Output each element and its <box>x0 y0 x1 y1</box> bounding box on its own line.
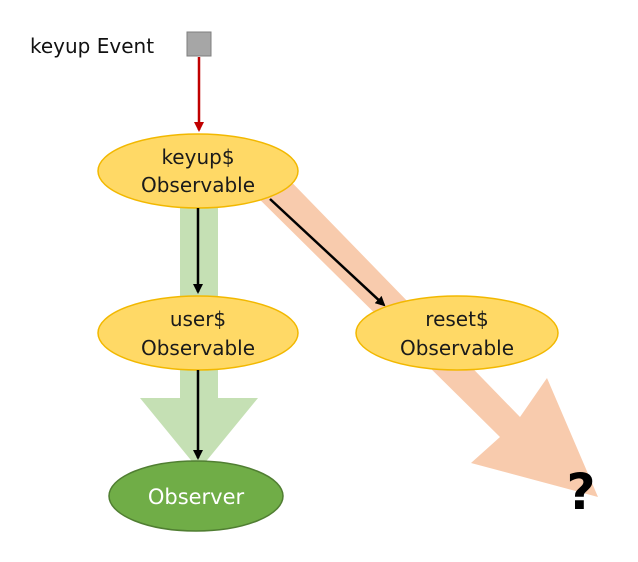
keyup-observable-node: keyup$ Observable <box>97 133 299 209</box>
keyup-to-reset-arrow <box>269 198 386 307</box>
user-observable-line2: Observable <box>141 336 255 360</box>
reset-observable-node: reset$ Observable <box>355 295 559 371</box>
event-box <box>186 31 212 57</box>
reset-observable-line1: reset$ <box>425 307 488 331</box>
observer-node: Observer <box>108 460 284 532</box>
user-observable-line1: user$ <box>170 307 226 331</box>
reset-observable-line2: Observable <box>400 336 514 360</box>
user-observable-node: user$ Observable <box>97 295 299 371</box>
observer-label: Observer <box>148 485 245 509</box>
keyup-observable-line2: Observable <box>141 173 255 197</box>
event-label: keyup Event <box>30 34 154 58</box>
keyup-observable-line1: keyup$ <box>161 145 234 169</box>
question-mark: ? <box>566 463 595 521</box>
